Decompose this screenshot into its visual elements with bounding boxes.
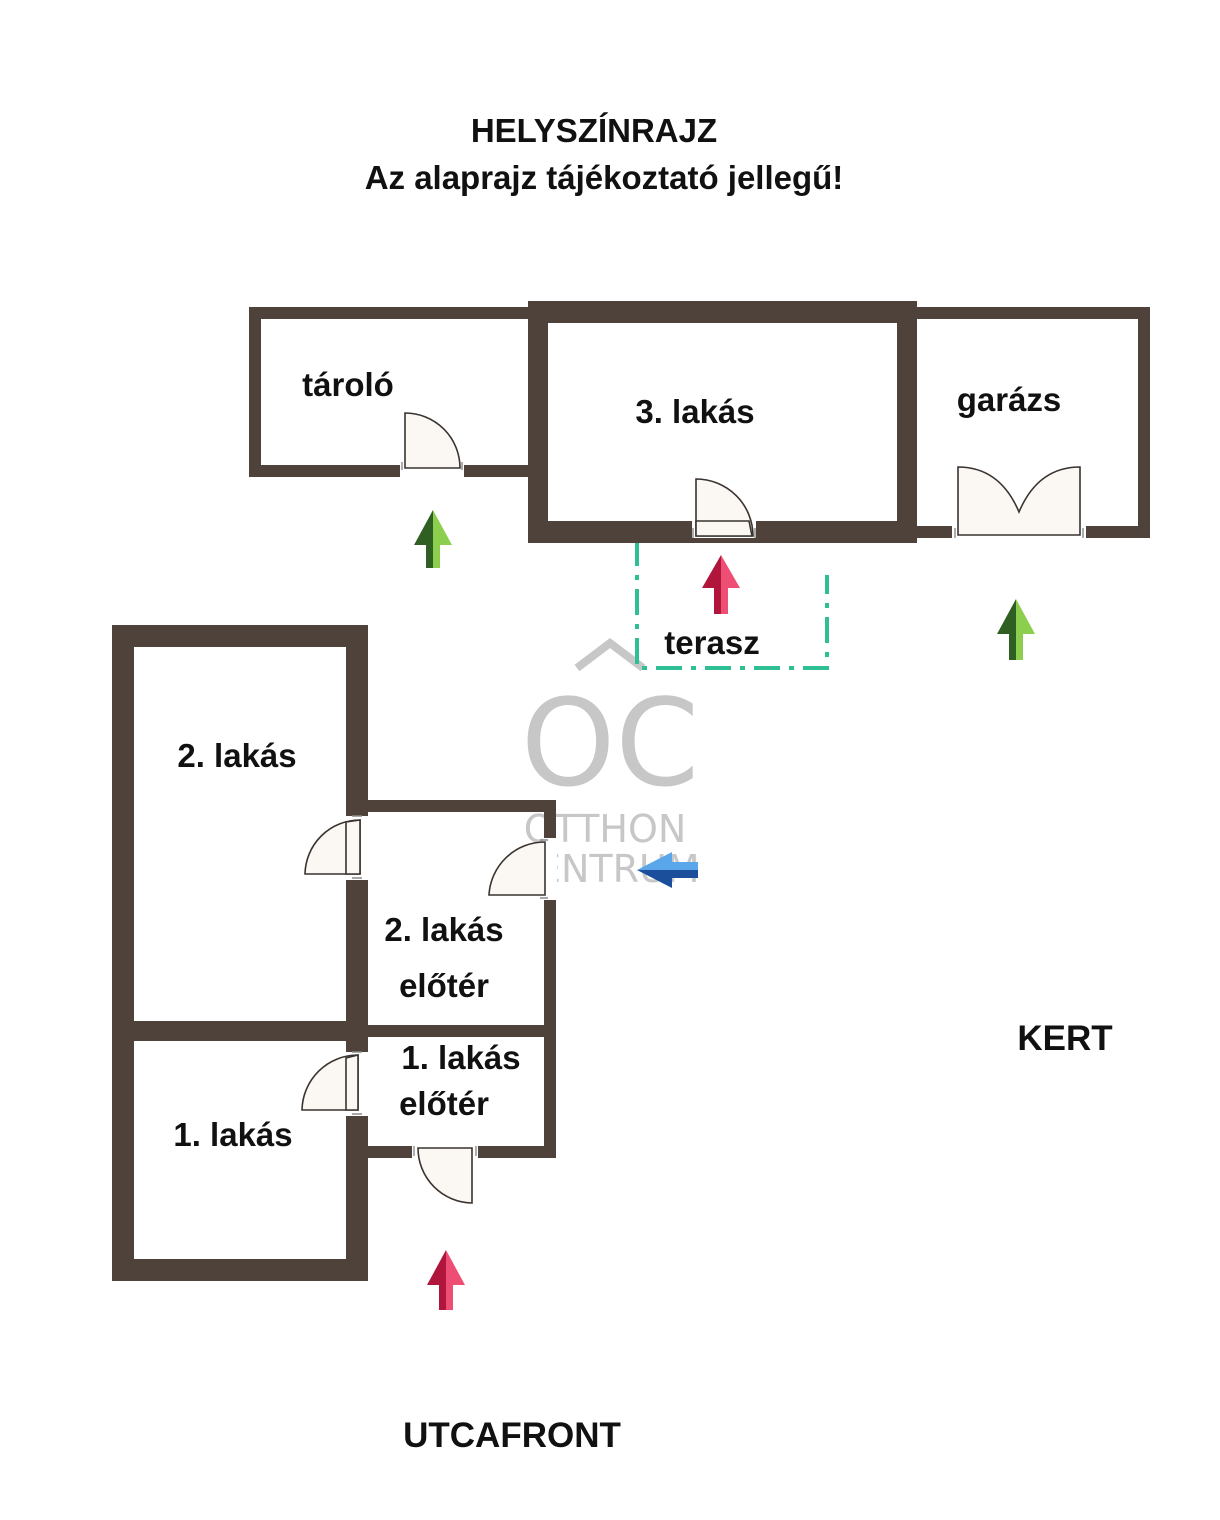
watermark-roof-icon — [574, 637, 646, 672]
flat3-wall-top — [528, 301, 917, 323]
flat-block-wall-divider — [112, 1021, 368, 1041]
room-label-flat2-hall-line1: 2. lakás — [384, 911, 503, 948]
room-label-flat1: 1. lakás — [173, 1116, 292, 1153]
arrow-up-red-icon — [702, 555, 740, 614]
flat2-hall-entrance-door-icon — [488, 838, 557, 900]
room-label-storage: tároló — [302, 366, 394, 403]
room-label-flat2: 2. lakás — [177, 737, 296, 774]
area-label-garden: KERT — [1017, 1019, 1112, 1058]
flat1-door-icon — [301, 1051, 369, 1116]
garage-wall-top — [905, 307, 1150, 319]
hall-wall-divider — [346, 1025, 556, 1037]
storage-wall-bottom — [249, 465, 539, 477]
flat2-door-icon — [304, 815, 369, 880]
flat3-door-icon — [692, 478, 756, 538]
room-label-garage: garázs — [957, 381, 1062, 418]
arrow-up-red-icon — [427, 1250, 465, 1310]
storage-door-icon — [400, 412, 464, 478]
room-label-terrace: terasz — [664, 624, 759, 661]
page-subtitle: Az alaprajz tájékoztató jellegű! — [365, 159, 844, 196]
room-label-flat1-hall-line1: 1. lakás — [401, 1039, 520, 1076]
terrace-outline — [635, 540, 829, 670]
room-label-flat1-hall-line2: előtér — [399, 1085, 489, 1122]
watermark-monogram: OC — [521, 675, 699, 814]
hall-wall-top — [346, 800, 556, 812]
flat3-wall-left — [528, 301, 548, 543]
garage-wall-right — [1138, 307, 1150, 538]
arrow-up-green-icon — [997, 599, 1035, 660]
flat1-hall-entrance-door-icon — [412, 1144, 478, 1204]
flat-block-wall-bottom — [112, 1259, 368, 1281]
flat2-wall-top — [112, 625, 368, 647]
storage-wall-top — [249, 307, 539, 319]
flat-block-wall-left — [112, 625, 134, 1281]
flat-block-wall-middle — [346, 625, 368, 1281]
arrow-up-green-icon — [414, 510, 452, 568]
garage-double-door-icon — [952, 466, 1086, 539]
flat3-wall-right — [897, 301, 917, 543]
room-label-flat3: 3. lakás — [635, 393, 754, 430]
area-label-street: UTCAFRONT — [403, 1416, 621, 1455]
page-title: HELYSZÍNRAJZ — [471, 112, 717, 149]
arrow-left-blue-icon — [637, 852, 698, 888]
storage-wall-left — [249, 307, 261, 477]
room-label-flat2-hall-line2: előtér — [399, 967, 489, 1004]
